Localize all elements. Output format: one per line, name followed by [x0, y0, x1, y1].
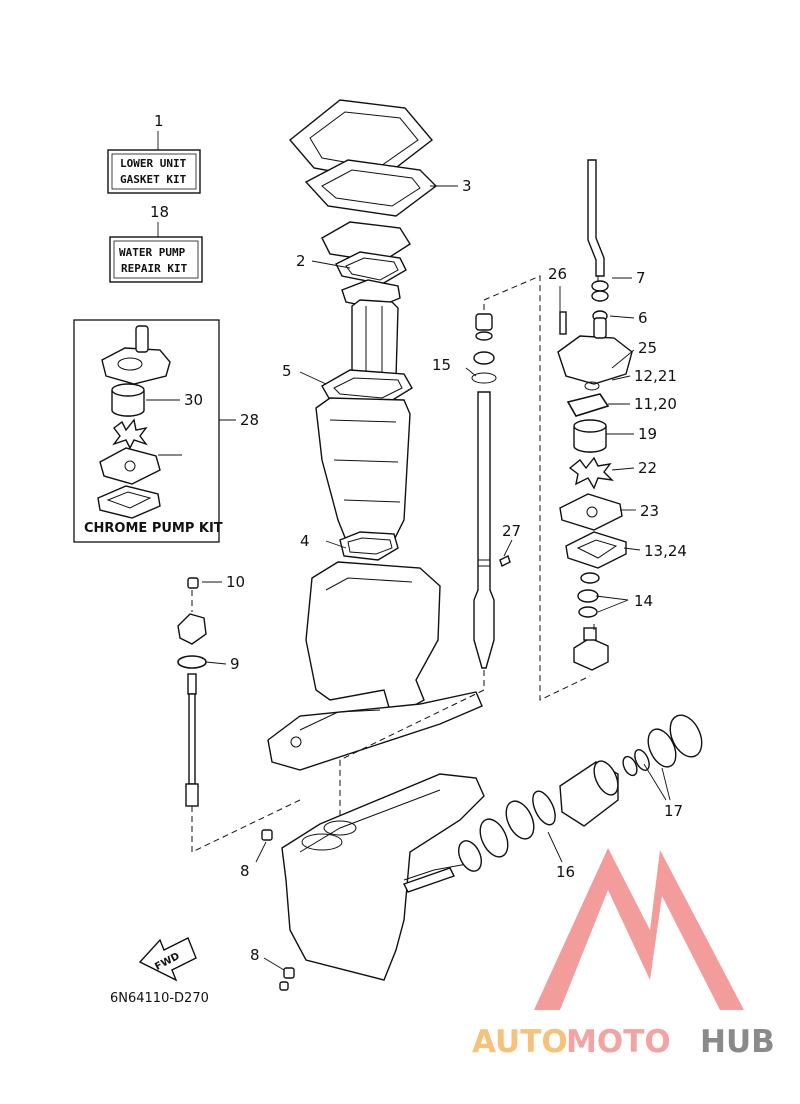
gearcase-assembly — [281, 714, 703, 981]
fwd-arrow-icon: FWD — [138, 937, 197, 982]
pump-gasket-drawing — [97, 485, 161, 519]
kit-number-18: 18 — [150, 203, 169, 221]
callout-27: 27 — [502, 522, 521, 540]
callout-6: 6 — [638, 309, 648, 327]
callout-26: 26 — [548, 265, 567, 283]
callout-4: 4 — [300, 532, 310, 550]
callout-22: 22 — [638, 459, 657, 477]
small-parts — [261, 555, 511, 991]
drive-shaft-assembly — [471, 313, 497, 669]
watermark-auto: AUTO — [472, 1024, 568, 1060]
callout-10: 10 — [226, 573, 245, 591]
diagram-code: 6N64110-D270 — [110, 991, 209, 1006]
pump-plate-drawing — [99, 447, 161, 485]
gasket-kit-box: 1 LOWER UNIT GASKET KIT — [107, 112, 201, 194]
callout-29: 30 — [184, 391, 203, 409]
callout-5: 5 — [282, 362, 292, 380]
callout-15: 15 — [432, 356, 451, 374]
callout-16: 16 — [556, 863, 575, 881]
callout-25: 25 — [638, 339, 657, 357]
callout-17: 17 — [664, 802, 683, 820]
callout-11-20: 11,20 — [634, 395, 677, 413]
shift-rod-assembly — [177, 577, 207, 807]
guide-lines — [191, 275, 599, 853]
watermark-logo-icon — [534, 848, 744, 1010]
callout-7: 7 — [636, 269, 646, 287]
water-pump-kit-line2: REPAIR KIT — [121, 262, 188, 275]
chrome-pump-kit-box: CHROME PUMP KIT 28 30 — [73, 319, 259, 543]
callout-8-lower: 8 — [250, 946, 260, 964]
pump-insert-drawing — [111, 383, 145, 417]
callout-14: 14 — [634, 592, 653, 610]
watermark-moto: MOTO — [566, 1024, 671, 1060]
water-pump-kit-line1: WATER PUMP — [119, 246, 186, 259]
callouts: 2 3 4 5 6 7 8 8 9 10 12,21 11,20 13,24 1… — [226, 177, 687, 964]
leader-lines — [202, 185, 671, 971]
gasket-kit-line1: LOWER UNIT — [120, 157, 187, 170]
callout-12-21: 12,21 — [634, 367, 677, 385]
water-pump-assembly — [557, 159, 633, 671]
impeller-drawing — [112, 418, 148, 450]
callout-13-24: 13,24 — [644, 542, 687, 560]
water-pump-kit-box: 18 WATER PUMP REPAIR KIT — [109, 203, 203, 283]
callout-8-upper: 8 — [240, 862, 250, 880]
watermark-text: AUTO MOTO HUB — [472, 1024, 775, 1060]
callout-9: 9 — [230, 655, 240, 673]
kit-number-1: 1 — [154, 112, 164, 130]
watermark-hub: HUB — [700, 1024, 775, 1060]
gasket-kit-line2: GASKET KIT — [120, 173, 187, 186]
callout-3: 3 — [462, 177, 472, 195]
callout-23: 23 — [640, 502, 659, 520]
callout-19: 19 — [638, 425, 657, 443]
callout-2: 2 — [296, 252, 306, 270]
pump-housing-drawing — [101, 325, 171, 385]
kit-number-28: 28 — [240, 411, 259, 429]
upper-casing-assembly — [267, 99, 483, 771]
chrome-pump-kit-label: CHROME PUMP KIT — [84, 521, 223, 536]
